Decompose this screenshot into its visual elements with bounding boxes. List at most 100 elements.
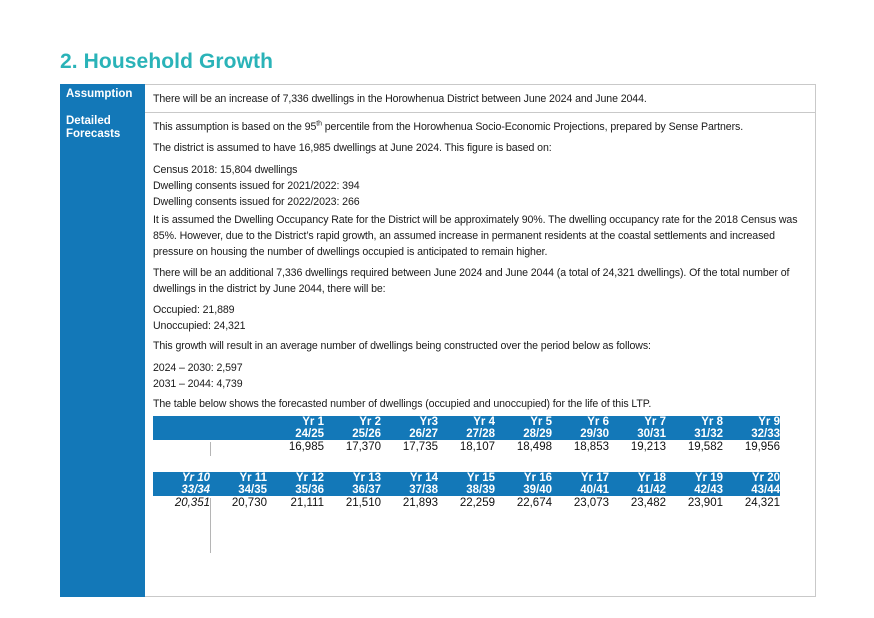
value-cell: 23,901 xyxy=(687,497,723,509)
period-label: 38/39 xyxy=(466,484,495,496)
value-cell: 22,259 xyxy=(459,497,495,509)
occupancy-list: Occupied: 21,889 Unoccupied: 24,321 xyxy=(153,302,808,334)
year-label: Yr 7 xyxy=(644,416,666,428)
year-label: Yr 5 xyxy=(530,416,552,428)
value-cell: 24,321 xyxy=(744,497,780,509)
paragraph-table-intro: The table below shows the forecasted num… xyxy=(153,398,652,410)
value-cell: 17,735 xyxy=(402,441,438,453)
period-label: 26/27 xyxy=(409,428,438,440)
rate-item: 2024 – 2030: 2,597 xyxy=(153,362,243,374)
value-cell: 19,956 xyxy=(744,441,780,453)
value-cell: 18,498 xyxy=(516,441,552,453)
period-label: 34/35 xyxy=(238,484,267,496)
value-cell: 21,111 xyxy=(290,497,324,509)
detailed-forecasts-label: Detailed Forecasts xyxy=(66,115,120,141)
period-label: 24/25 xyxy=(295,428,324,440)
paragraph-additional-dwellings: There will be an additional 7,336 dwelli… xyxy=(153,267,790,295)
paragraph-dwellings-2024: The district is assumed to have 16,985 d… xyxy=(153,142,552,154)
header-empty-cell xyxy=(153,416,210,440)
year-label: Yr 14 xyxy=(409,472,438,484)
p1-superscript: th xyxy=(316,120,322,128)
row-divider xyxy=(145,112,816,113)
value-cell: 21,893 xyxy=(402,497,438,509)
period-label: 36/37 xyxy=(352,484,381,496)
detailed-label-line: Detailed xyxy=(66,115,111,127)
table-value-row: 20,351 20,730 21,111 21,510 21,893 22,25… xyxy=(153,496,780,510)
period-label: 39/40 xyxy=(523,484,552,496)
rates-list: 2024 – 2030: 2,597 2031 – 2044: 4,739 xyxy=(153,360,808,392)
year-label: Yr 2 xyxy=(359,416,381,428)
period-label: 41/42 xyxy=(637,484,666,496)
period-label: 30/31 xyxy=(637,428,666,440)
period-label: 29/30 xyxy=(580,428,609,440)
value-cell: 19,582 xyxy=(687,441,723,453)
period-label: 28/29 xyxy=(523,428,552,440)
value-cell: 20,730 xyxy=(231,497,267,509)
year-label: Yr 20 xyxy=(751,472,780,484)
assumption-label: Assumption xyxy=(66,88,133,100)
paragraph-growth-rate: This growth will result in an average nu… xyxy=(153,340,651,352)
year-label: Yr 10 xyxy=(181,472,210,484)
year-label: Yr 13 xyxy=(352,472,381,484)
occupied-item: Occupied: 21,889 xyxy=(153,304,235,316)
value-cell xyxy=(153,440,210,454)
value-cell: 18,853 xyxy=(573,441,609,453)
table-value-row: 16,985 17,370 17,735 18,107 18,498 18,85… xyxy=(153,440,780,454)
value-cell: 18,107 xyxy=(459,441,495,453)
year-label: Yr 15 xyxy=(466,472,495,484)
header-empty-cell xyxy=(210,416,267,440)
value-cell xyxy=(210,440,267,454)
period-label: 42/43 xyxy=(694,484,723,496)
basis-item: Dwelling consents issued for 2021/2022: … xyxy=(153,180,360,192)
value-cell: 21,510 xyxy=(345,497,381,509)
year-label: Yr 18 xyxy=(637,472,666,484)
period-label: 31/32 xyxy=(694,428,723,440)
year-label: Yr 1 xyxy=(302,416,324,428)
value-cell: 19,213 xyxy=(630,441,666,453)
label-sidebar xyxy=(60,84,145,597)
year-label: Yr 17 xyxy=(580,472,609,484)
period-label: 40/41 xyxy=(580,484,609,496)
p1-after: percentile from the Horowhenua Socio-Eco… xyxy=(321,121,744,133)
period-label: 37/38 xyxy=(409,484,438,496)
paragraph-occupancy-rate: It is assumed the Dwelling Occupancy Rat… xyxy=(153,214,798,258)
basis-list: Census 2018: 15,804 dwellings Dwelling c… xyxy=(153,162,808,210)
period-label: 35/36 xyxy=(295,484,324,496)
basis-item: Dwelling consents issued for 2022/2023: … xyxy=(153,196,360,208)
basis-item: Census 2018: 15,804 dwellings xyxy=(153,164,298,176)
unoccupied-item: Unoccupied: 24,321 xyxy=(153,320,246,332)
year-label: Yr 8 xyxy=(701,416,723,428)
paragraph-basis: This assumption is based on the 95th per… xyxy=(153,119,808,135)
forecasts-label-line: Forecasts xyxy=(66,128,121,140)
value-cell: 23,073 xyxy=(573,497,609,509)
year-label: Yr 6 xyxy=(587,416,609,428)
value-cell: 22,674 xyxy=(516,497,552,509)
year-label: Yr 19 xyxy=(694,472,723,484)
year-label: Yr 11 xyxy=(239,472,268,484)
year-label: Yr 4 xyxy=(473,416,495,428)
page-title: 2. Household Growth xyxy=(60,50,274,73)
year-label: Yr3 xyxy=(419,416,438,428)
table-divider xyxy=(210,442,211,456)
